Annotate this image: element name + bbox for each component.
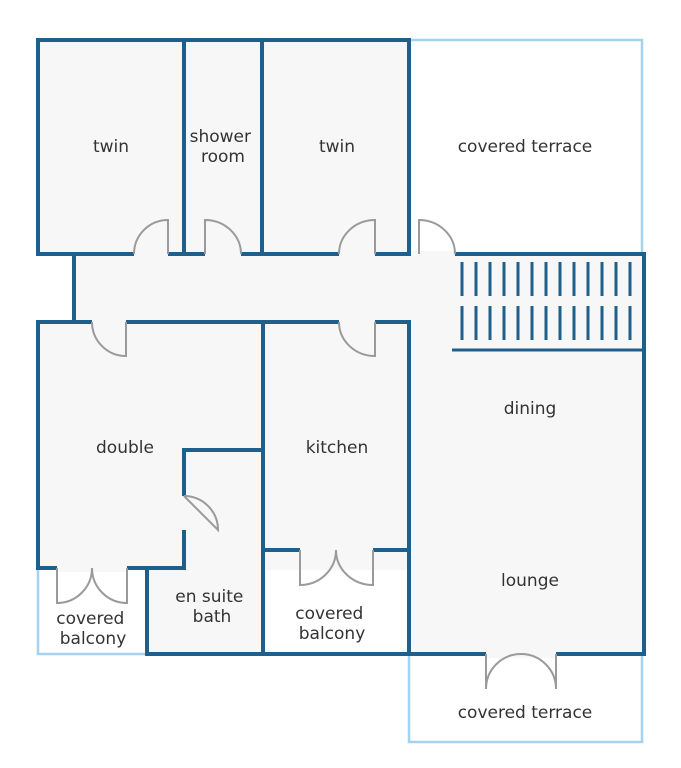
label-double: double	[96, 438, 154, 458]
label-shower-line1: shower	[190, 127, 251, 147]
label-balcony-mid-line2: balcony	[299, 624, 366, 644]
label-covered-terrace-bottom: covered terrace	[458, 703, 593, 723]
staircase	[452, 262, 644, 352]
door-double	[91, 321, 127, 358]
label-lounge: lounge	[501, 571, 559, 591]
label-en-suite-line1: en suite	[175, 587, 243, 607]
label-balcony-mid-line1: covered	[295, 604, 363, 624]
door-terrace-bottom-a	[485, 653, 522, 690]
label-balcony-left-line2: balcony	[60, 629, 127, 649]
door-terrace-top	[418, 218, 456, 255]
svg-text:shower room: shower room	[190, 127, 257, 167]
label-kitchen: kitchen	[306, 438, 369, 458]
svg-text:covered balcony: covered balcony	[56, 609, 130, 649]
label-shower-line2: room	[201, 147, 245, 167]
door-kitchen	[338, 321, 376, 358]
door-shower-room	[204, 218, 242, 255]
svg-text:en suite bath: en suite bath	[175, 587, 249, 627]
room-labels: twin shower room twin covered terrace di…	[56, 127, 592, 723]
label-twin-right: twin	[319, 137, 355, 157]
door-twin-left	[133, 218, 169, 255]
indoor-floor	[38, 40, 644, 654]
door-twin-right	[338, 218, 376, 255]
door-balcony-mid-b	[335, 549, 374, 587]
svg-text:covered balcony: covered balcony	[295, 604, 369, 644]
door-balcony-left-b	[91, 567, 128, 605]
label-balcony-left-line1: covered	[56, 609, 124, 629]
label-twin-left: twin	[93, 137, 129, 157]
covered-terrace-bottom-area	[407, 652, 644, 744]
covered-terrace-top-area	[407, 38, 644, 256]
door-en-suite	[183, 495, 220, 533]
twin-right-walls	[260, 38, 411, 256]
label-en-suite-line2: bath	[193, 607, 232, 627]
door-balcony-left-a	[56, 567, 93, 605]
label-covered-terrace-top: covered terrace	[458, 137, 593, 157]
label-dining: dining	[504, 399, 557, 419]
doors	[56, 218, 557, 690]
door-balcony-mid-a	[299, 549, 337, 587]
door-terrace-bottom-b	[520, 653, 557, 690]
